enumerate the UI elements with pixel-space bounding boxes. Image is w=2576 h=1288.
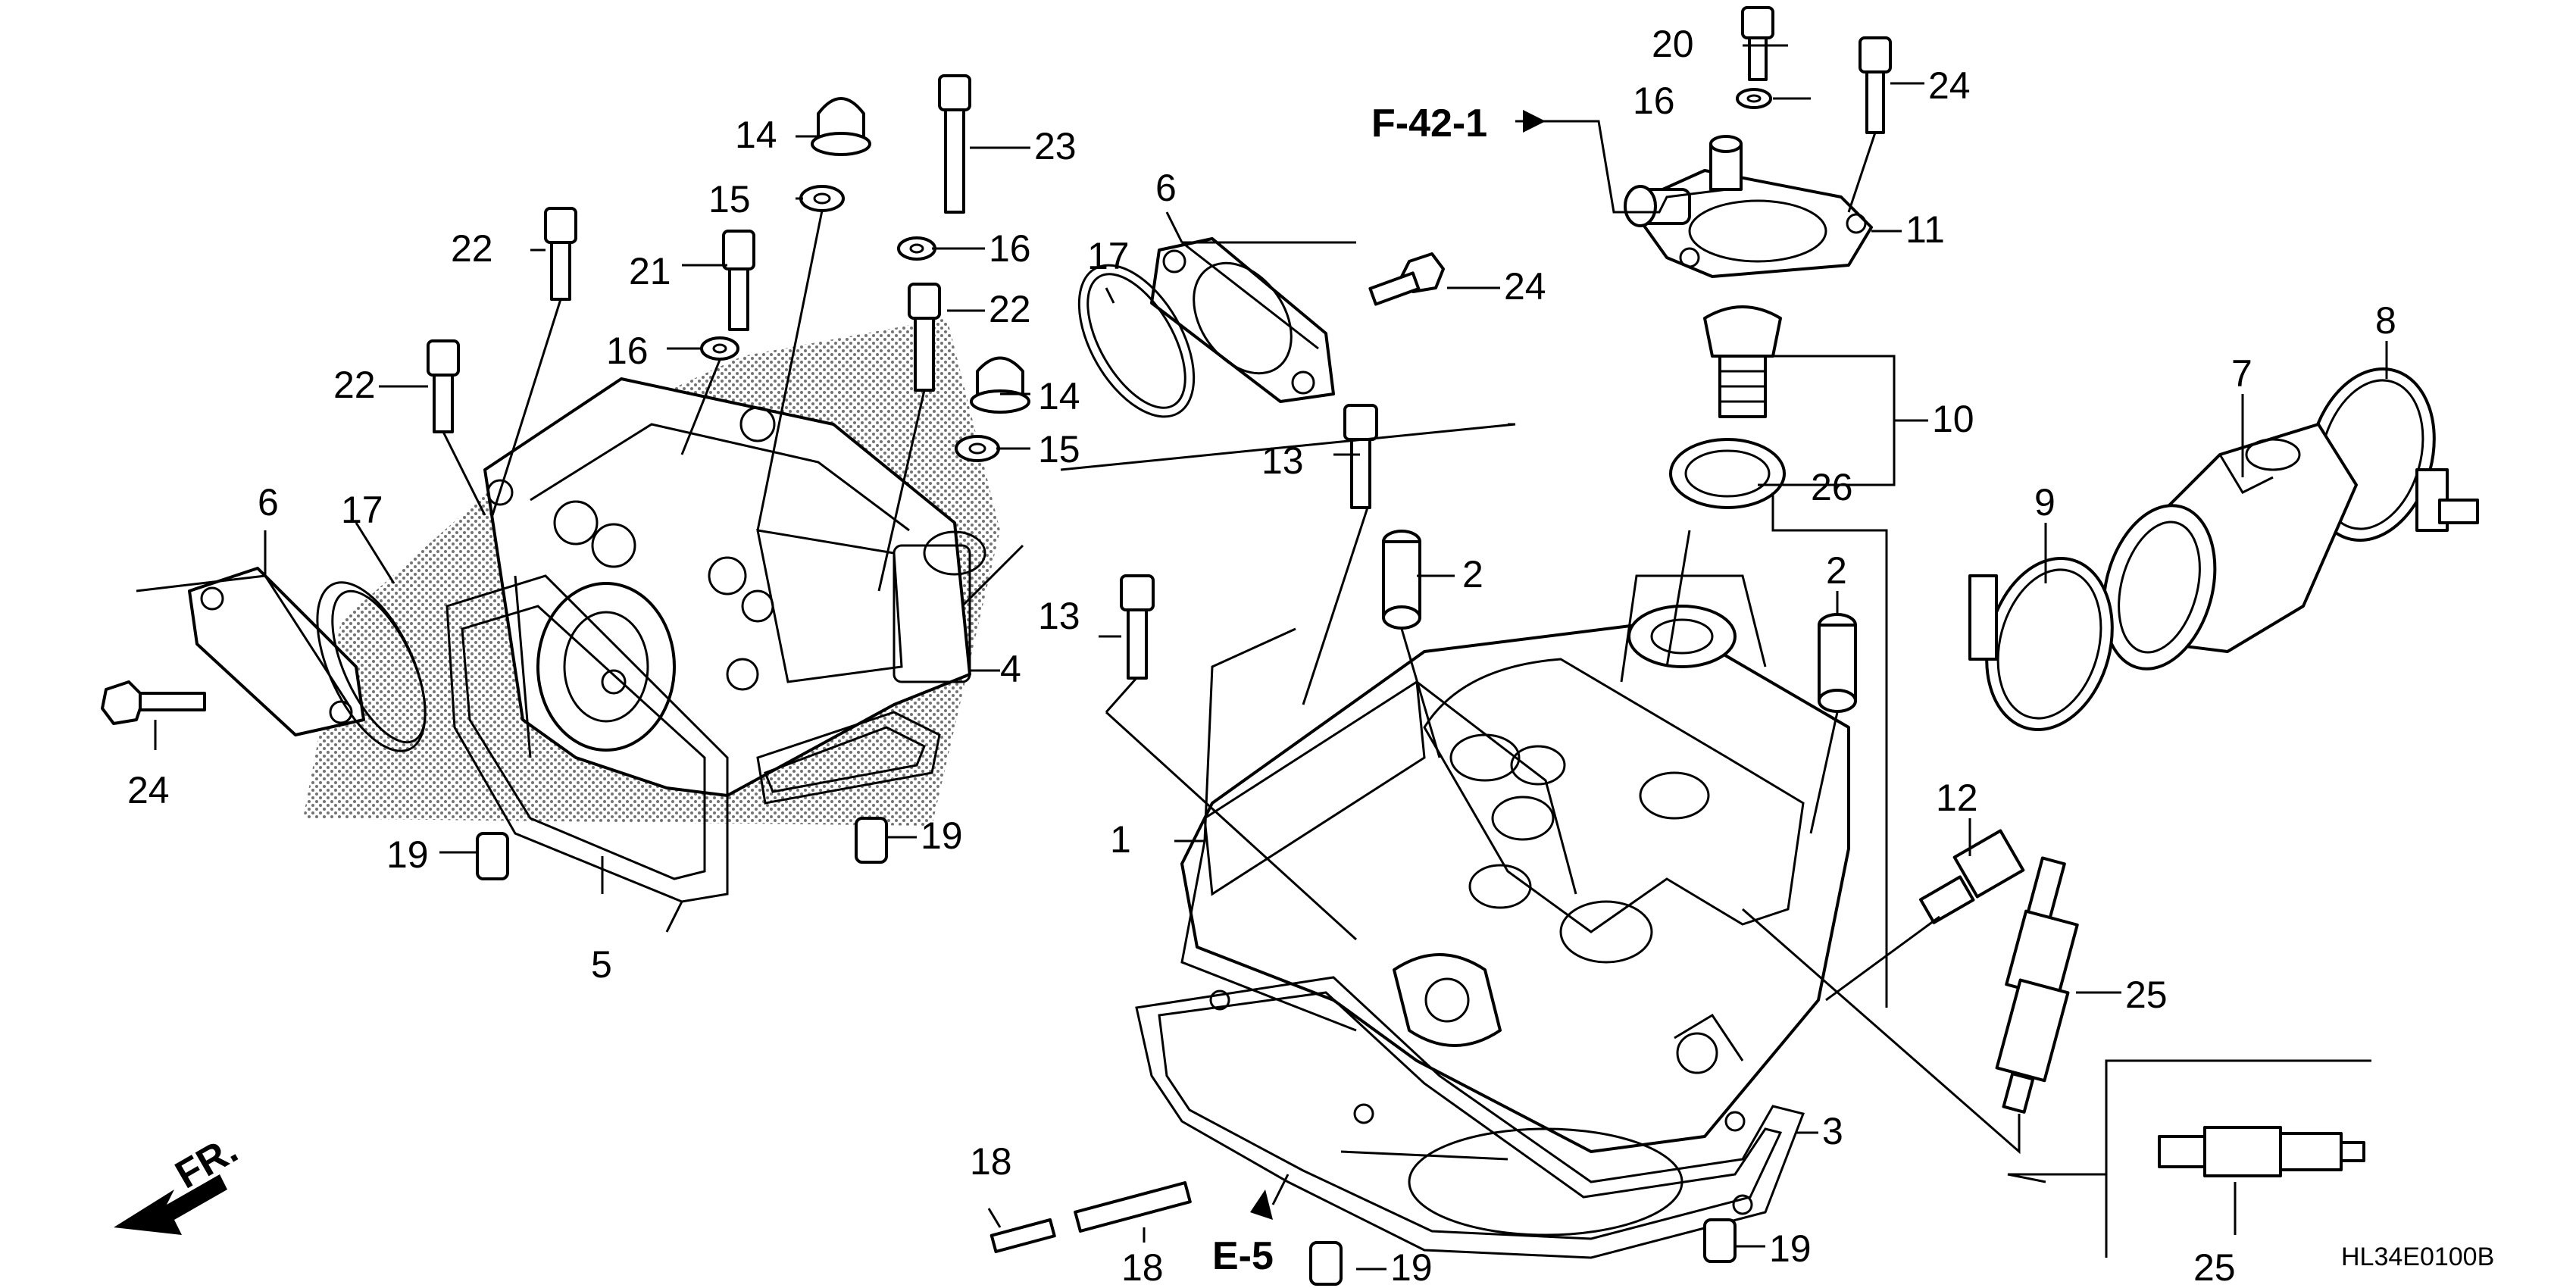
callout-12: 12 [1936,777,1978,819]
callout-24-center: 24 [1504,265,1546,308]
callout-7: 7 [2231,352,2252,395]
callout-13-upper: 13 [1261,439,1304,482]
callout-21: 21 [629,250,671,292]
bolt-part-20 [1741,6,1774,81]
bolt-part-24-left [101,680,206,725]
bolt-part-24-center [1368,252,1445,306]
callout-10: 10 [1932,398,1974,440]
callout-18-long: 18 [1121,1246,1164,1288]
cap-nut-part-14-lower [970,356,1030,414]
callout-25-inset: 25 [2193,1246,2236,1288]
callout-26: 26 [1811,466,1853,508]
sensor-part-12 [1919,829,2025,924]
dowel-part-19-left-b [855,817,888,864]
callout-2-right: 2 [1826,549,1847,592]
o-ring-part-17-left [316,581,427,752]
front-arrow-label: FR. [168,1127,245,1197]
callout-6-left: 6 [258,481,279,524]
side-cover-part-6-left [188,567,365,736]
callout-2-left: 2 [1462,553,1483,596]
stud-part-18-long [1074,1181,1192,1233]
callout-19-right: 19 [1769,1227,1812,1270]
bolt-part-22-c [908,283,941,392]
bolt-part-24-top [1859,36,1892,134]
callout-6-right: 6 [1155,167,1177,209]
callout-4: 4 [1000,648,1021,690]
callout-24-left: 24 [127,769,170,811]
reference-e-5: E-5 [1212,1234,1274,1278]
bolt-part-13-upper [1343,404,1378,509]
callout-14-upper: 14 [735,114,777,156]
callout-24-top: 24 [1928,64,1971,107]
reference-f-42-1: F-42-1 [1371,102,1487,145]
dowel-part-19-left-a [476,832,509,880]
washer-part-16-b [897,236,936,261]
stud-part-18-short [989,1218,1056,1253]
side-cover-part-6-right [1150,237,1335,403]
callout-9: 9 [2034,481,2055,524]
insulator-part-7 [2102,423,2358,671]
callout-15-lower: 15 [1038,428,1080,470]
bolt-part-21 [722,230,755,331]
callout-16-top: 16 [1633,80,1675,122]
head-gasket-part-3 [1135,976,1805,1259]
cylinder-head-cover-part-4 [483,377,986,797]
o-ring-part-26 [1669,438,1786,509]
bolt-part-22-a [544,207,577,301]
callout-8: 8 [2375,299,2396,342]
callout-15-upper: 15 [708,178,751,220]
plug-part-2-left [1382,530,1421,630]
bolt-part-22-b [427,339,460,433]
callout-11: 11 [1905,208,1945,251]
cap-nut-part-14-upper [811,97,871,156]
bolt-part-23 [938,74,971,214]
spark-plug-part-25 [1995,856,2079,1114]
callout-18-short: 18 [970,1140,1012,1183]
dowel-part-19-center-a [1309,1241,1343,1286]
thermostat-cover-part-11 [1624,135,1873,278]
callout-1: 1 [1110,818,1131,861]
callout-5: 5 [591,943,612,986]
diagram-code: HL34E0100B [2341,1243,2494,1271]
callout-17-left: 17 [341,489,383,531]
callout-19-bottom: 19 [1390,1246,1433,1288]
callout-22-c: 22 [333,364,376,406]
clamp-part-9 [1968,557,2114,731]
washer-part-16-c [1736,88,1772,109]
callout-3: 3 [1822,1110,1843,1152]
callout-19-left: 19 [386,833,429,876]
front-direction-arrow: FR. [114,1127,245,1235]
callout-22-a: 22 [451,227,493,270]
callout-14-lower: 14 [1038,375,1080,417]
callout-17-right: 17 [1087,235,1130,277]
callout-22-b: 22 [989,288,1031,330]
gasket-part-5 [445,574,941,903]
washer-part-15-lower [955,435,1000,462]
callout-16-middle: 16 [989,227,1031,270]
bolt-part-13-lower [1120,574,1155,680]
callout-13-lower: 13 [1038,595,1080,637]
callout-25: 25 [2125,974,2168,1016]
thermostat-part-10 [1703,305,1782,418]
callout-20: 20 [1652,23,1694,65]
dowel-part-19-center-b [1703,1218,1737,1263]
callout-23: 23 [1034,125,1077,167]
leader-lines [136,44,2388,1271]
washer-part-16-a [700,336,739,361]
plug-part-2-right [1818,613,1857,713]
inset-spark-plug-box [2105,1059,2371,1258]
callout-16-left: 16 [606,330,649,372]
callout-19-middle: 19 [921,814,963,857]
o-ring-part-17-right [1077,264,1196,418]
washer-part-15-upper [799,185,845,212]
callout-labels: 1 2 2 3 4 5 6 6 7 8 9 10 11 12 13 13 14 … [127,23,2494,1288]
cylinder-head-part-1 [1180,574,1850,1153]
